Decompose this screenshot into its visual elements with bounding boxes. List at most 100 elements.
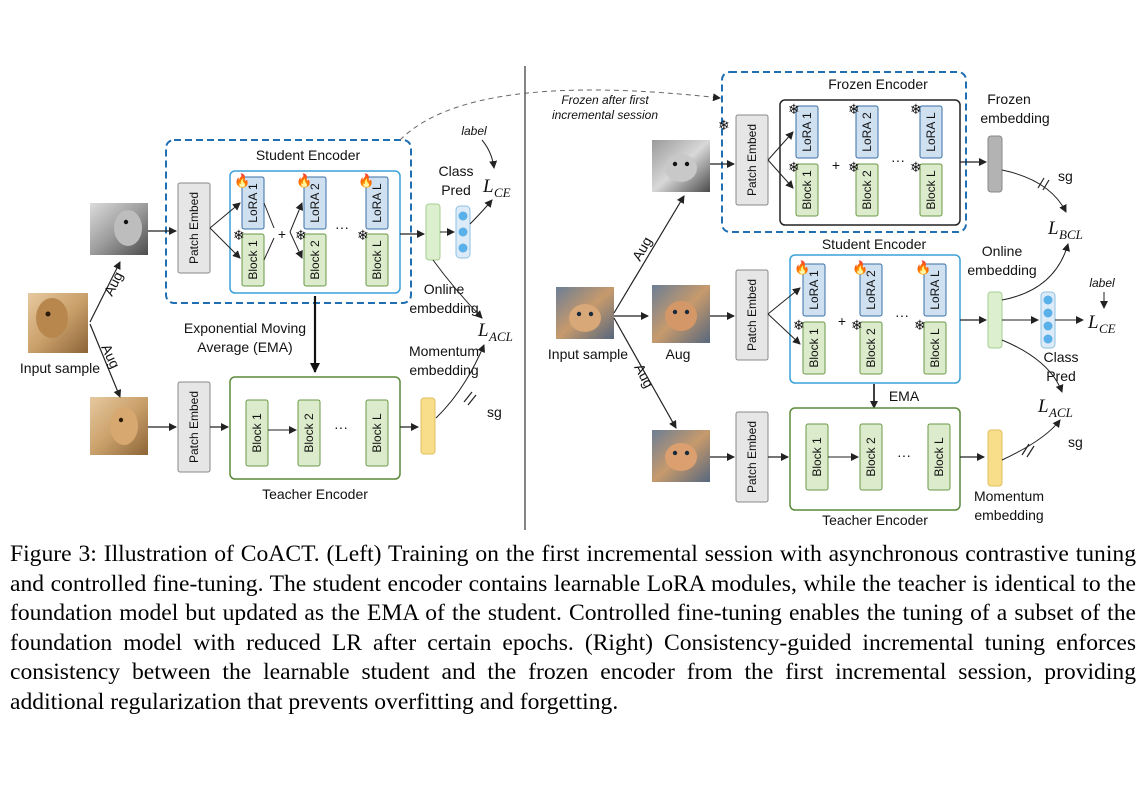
teacher-patch-embed-label: Patch Embed: [187, 391, 201, 463]
student-lora-2-label: LoRA 2: [864, 270, 878, 310]
student-split-lora: [767, 287, 801, 315]
svg-text:L: L: [1047, 218, 1059, 239]
frozen-block-1-label: Block 1: [800, 170, 814, 210]
student-encoder-title: Student Encoder: [256, 147, 361, 163]
student-block-1-label: Block 1: [246, 240, 260, 280]
student-plus: +: [278, 226, 286, 242]
aug-label-top: Aug: [629, 234, 655, 264]
class-pred-dot: [1043, 334, 1053, 344]
student-lora-2: [859, 263, 883, 317]
momentum-embedding-label-2: embedding: [409, 362, 478, 378]
student-encoder-dashed-box: [165, 139, 412, 304]
student-block-L-label: Block L: [370, 240, 384, 280]
student-lora-L: [365, 176, 389, 230]
snowflake-icon: ❄: [295, 227, 307, 243]
momentum-embedding-bar: [420, 397, 436, 455]
loss-ce: L CE: [1087, 312, 1116, 336]
frozen-encoder-title: Frozen Encoder: [828, 76, 928, 92]
frozen-lora-1: [795, 105, 819, 159]
loss-ce: L CE: [482, 176, 511, 200]
aug-label-center: Aug: [666, 346, 691, 362]
frozen-encoder-dashed-box: [721, 71, 967, 233]
augmented-image-color: [652, 285, 710, 343]
fire-icon: 🔥: [234, 173, 250, 188]
input-sample-label: Input sample: [548, 346, 628, 362]
student-merge-a: [263, 202, 275, 229]
frozen-lora-1-label: LoRA 1: [800, 112, 814, 152]
momentum-embedding-bar: [987, 429, 1003, 487]
online-embedding-bar: [987, 291, 1003, 349]
ema-label-2: Average (EMA): [197, 339, 292, 355]
svg-text:L: L: [482, 176, 494, 197]
student-dots: ···: [895, 307, 909, 323]
class-pred-dot: [1043, 321, 1053, 331]
momentum-embedding-label-1: Momentum: [974, 488, 1044, 504]
pred-to-ce-arrow: [469, 199, 493, 225]
frozen-block-1: [795, 163, 819, 217]
fire-icon: 🔥: [296, 173, 312, 188]
frozen-block-L: [919, 163, 943, 217]
student-block-L: [923, 321, 947, 375]
stop-grad-mark: [1026, 445, 1035, 458]
momentum-embedding-label-2: embedding: [974, 507, 1043, 523]
teacher-dots: ···: [334, 419, 348, 435]
aug-label-top: Aug: [100, 269, 126, 298]
teacher-encoder-box: [789, 407, 961, 511]
online-embedding-label-2: embedding: [409, 300, 478, 316]
augmented-image-teacher: [652, 430, 710, 482]
snowflake-icon: ❄: [718, 117, 730, 133]
frozen-embedding-label-2: embedding: [980, 110, 1049, 126]
svg-text:L: L: [477, 320, 489, 341]
input-sample-image: [28, 293, 88, 353]
sg-label-bottom: sg: [1068, 434, 1083, 450]
student-encoder-box: [789, 254, 961, 384]
frozen-embedding-label-1: Frozen: [987, 91, 1031, 107]
student-plus: +: [838, 313, 846, 329]
class-pred-dot: [1043, 308, 1053, 318]
online-embedding-label-1: Online: [982, 243, 1023, 259]
snowflake-icon: ❄: [910, 101, 922, 117]
class-pred-label-1: Class: [438, 163, 473, 179]
class-pred-label-1: Class: [1043, 349, 1078, 365]
aug-label-bottom: Aug: [98, 342, 123, 371]
label-text: label: [461, 124, 487, 138]
student-block-L: [365, 233, 389, 287]
svg-text:L: L: [1037, 396, 1049, 417]
aug-arrow-top: [613, 195, 685, 314]
student-lora-1-label: LoRA 1: [246, 183, 260, 223]
student-lora-L-label: LoRA L: [928, 270, 942, 310]
augmented-image-color: [90, 397, 148, 455]
ema-label: EMA: [889, 388, 920, 404]
teacher-patch-embed-label: Patch Embed: [745, 421, 759, 493]
online-embedding-label-1: Online: [424, 281, 465, 297]
augmented-image-gray: [90, 203, 148, 255]
frozen-lora-2: [855, 105, 879, 159]
teacher-block-1-label: Block 1: [250, 413, 264, 453]
ema-label-1: Exponential Moving: [184, 320, 306, 336]
right-panel: Input sample Aug Aug Aug Frozen Encoder: [548, 71, 1116, 528]
svg-text:BCL: BCL: [1059, 227, 1083, 242]
svg-text:CE: CE: [494, 185, 511, 200]
loss-acl: L ACL: [1037, 396, 1073, 420]
snowflake-icon: ❄: [851, 317, 863, 333]
snowflake-icon: ❄: [233, 227, 245, 243]
student-lora-2-label: LoRA 2: [308, 183, 322, 223]
student-block-2: [303, 233, 327, 287]
frozen-lora-L: [919, 105, 943, 159]
aug-label-bottom: Aug: [631, 361, 657, 391]
student-block-2-label: Block 2: [308, 240, 322, 280]
class-pred-label-2: Pred: [1046, 368, 1076, 384]
student-block-2: [859, 321, 883, 375]
student-block-1: [802, 321, 826, 375]
student-patch-embed-label: Patch Embed: [745, 279, 759, 351]
frozen-block-L-label: Block L: [924, 170, 938, 210]
online-to-acl-arrow: [432, 259, 483, 319]
label-arrow: [481, 139, 498, 169]
snowflake-icon: ❄: [788, 159, 800, 175]
teacher-block-L: [365, 399, 389, 467]
student-split-block: [767, 313, 801, 345]
frozen-plus: +: [832, 157, 840, 173]
frozen-block-2: [855, 163, 879, 217]
student-split2-block: [289, 231, 303, 259]
fire-icon: 🔥: [794, 260, 810, 275]
